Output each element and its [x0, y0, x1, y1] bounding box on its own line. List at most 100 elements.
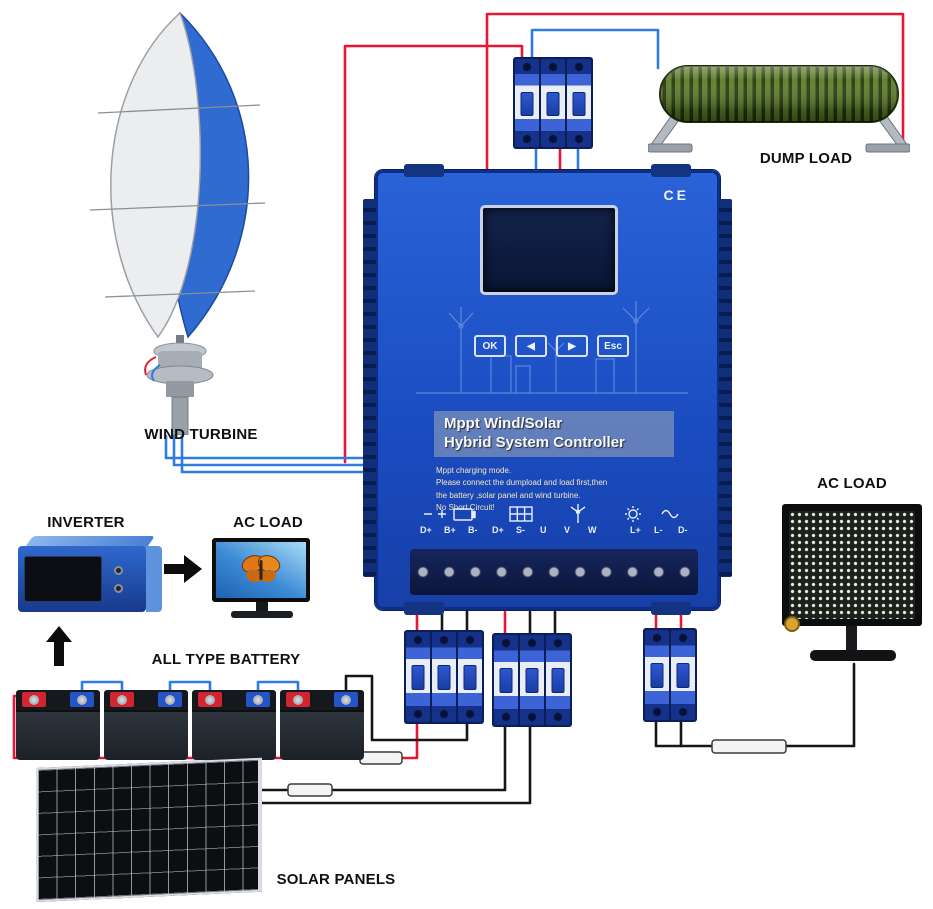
mount-stem — [846, 626, 857, 652]
inline-fuse — [359, 751, 403, 765]
breaker-pole — [406, 632, 430, 722]
mount-ear — [404, 602, 444, 615]
battery-negative-terminal — [158, 692, 182, 707]
minus-plus-icon — [424, 510, 446, 518]
battery-top — [192, 690, 276, 710]
ac-load-right-label: AC LOAD — [817, 475, 887, 492]
generator-wire-blue — [151, 364, 161, 382]
battery-positive-terminal — [22, 692, 46, 707]
battery-4 — [280, 690, 364, 760]
inverter-side — [146, 546, 162, 612]
breaker-pole — [494, 635, 518, 725]
arrow-right-icon — [164, 555, 202, 583]
battery-top — [280, 690, 364, 710]
terminal-labels: D+ B+ B- D+ S- U V W L+ L- D- — [378, 525, 717, 539]
breaker-battery — [404, 630, 484, 724]
battery-body — [104, 710, 188, 760]
inline-fuse — [287, 783, 333, 797]
breaker-pole — [567, 59, 591, 147]
right-arrow-button: ▶ — [556, 335, 588, 357]
breaker-dump-load — [513, 57, 593, 149]
breaker-pole — [645, 630, 669, 720]
mount-ear — [404, 164, 444, 177]
battery-top — [16, 690, 100, 710]
mount-knob — [784, 616, 800, 632]
terminal-label: B- — [468, 525, 478, 535]
ac-load-monitor — [212, 538, 312, 630]
battery-2 — [104, 690, 188, 760]
wire-breaker-to-dumpload — [530, 28, 660, 70]
wire-battery-negative — [344, 674, 469, 742]
battery-negative-terminal — [246, 692, 270, 707]
mount-handle — [810, 650, 896, 661]
breaker-pole — [458, 632, 482, 722]
battery-body — [192, 710, 276, 760]
monitor-neck — [256, 602, 268, 611]
note-line: Please connect the dumpload and load fir… — [436, 478, 608, 488]
title-line-2: Hybrid System Controller — [444, 433, 625, 451]
wire-solar — [248, 725, 532, 805]
breaker-pole — [541, 59, 565, 147]
terminal-label: B+ — [444, 525, 456, 535]
terminal-label: W — [588, 525, 597, 535]
note-line: the battery ,solar panel and wind turbin… — [436, 490, 581, 500]
title-line-1: Mppt Wind/Solar — [444, 415, 563, 432]
solar-panel-icon — [509, 506, 533, 522]
wind-turbine-icon — [570, 504, 586, 523]
battery-positive-terminal — [110, 692, 134, 707]
solar-panel — [36, 757, 262, 902]
terminal-block — [410, 549, 698, 595]
sun-icon — [625, 506, 641, 522]
battery-3 — [192, 690, 276, 760]
wire-ac-load — [654, 720, 714, 748]
inverter-outlet — [114, 566, 123, 575]
terminal-label: U — [540, 525, 547, 535]
terminal-label: D+ — [492, 525, 504, 535]
led-dot-grid — [789, 511, 915, 619]
ok-button: OK — [474, 335, 506, 357]
monitor-base — [231, 611, 293, 618]
breaker-pole — [432, 632, 456, 722]
terminal-label: V — [564, 525, 571, 535]
battery-positive-terminal — [198, 692, 222, 707]
breaker-pole — [515, 59, 539, 147]
dump-load-resistor — [648, 65, 910, 153]
heatsink-fin — [719, 199, 732, 577]
generator-wire-red — [144, 356, 157, 376]
led-panel-frame — [782, 504, 922, 626]
battery-negative-terminal — [70, 692, 94, 707]
breaker-pole — [546, 635, 570, 725]
inverter — [18, 536, 162, 618]
terminal-label: L+ — [630, 525, 641, 535]
wire-battery-positive — [400, 722, 419, 760]
note-line: Mppt charging mode. — [436, 466, 512, 475]
terminal-label: S- — [516, 525, 525, 535]
terminal-label: D+ — [420, 525, 432, 535]
terminal-label: L- — [654, 525, 663, 535]
battery-body — [280, 710, 364, 760]
battery-label: ALL TYPE BATTERY — [151, 651, 301, 668]
inline-fuse — [711, 739, 787, 754]
ac-load-left-label: AC LOAD — [233, 514, 303, 531]
battery-body — [16, 710, 100, 760]
battery-1 — [16, 690, 100, 760]
battery-negative-terminal — [334, 692, 358, 707]
breaker-solar — [492, 633, 572, 727]
inverter-front-panel — [24, 556, 102, 602]
lcd-display — [480, 205, 618, 295]
breaker-pole — [520, 635, 544, 725]
breaker-ac-load — [643, 628, 697, 722]
hybrid-controller: CE OK ◀ ▶ Esc Mppt Wind/Solar Hybrid Sys… — [363, 164, 732, 615]
controller-buttons: OK ◀ ▶ Esc — [474, 335, 629, 357]
turbine-blade-white — [110, 11, 202, 339]
inverter-label: INVERTER — [47, 514, 125, 531]
wire-turbine-phase — [180, 434, 379, 474]
terminal-label: D- — [678, 525, 688, 535]
wire-controller-to-dumpload — [485, 12, 905, 174]
breaker-pole — [671, 630, 695, 720]
wire-turbine-phase — [164, 434, 379, 460]
left-arrow-button: ◀ — [515, 335, 547, 357]
wire-turbine-phase — [172, 434, 379, 467]
